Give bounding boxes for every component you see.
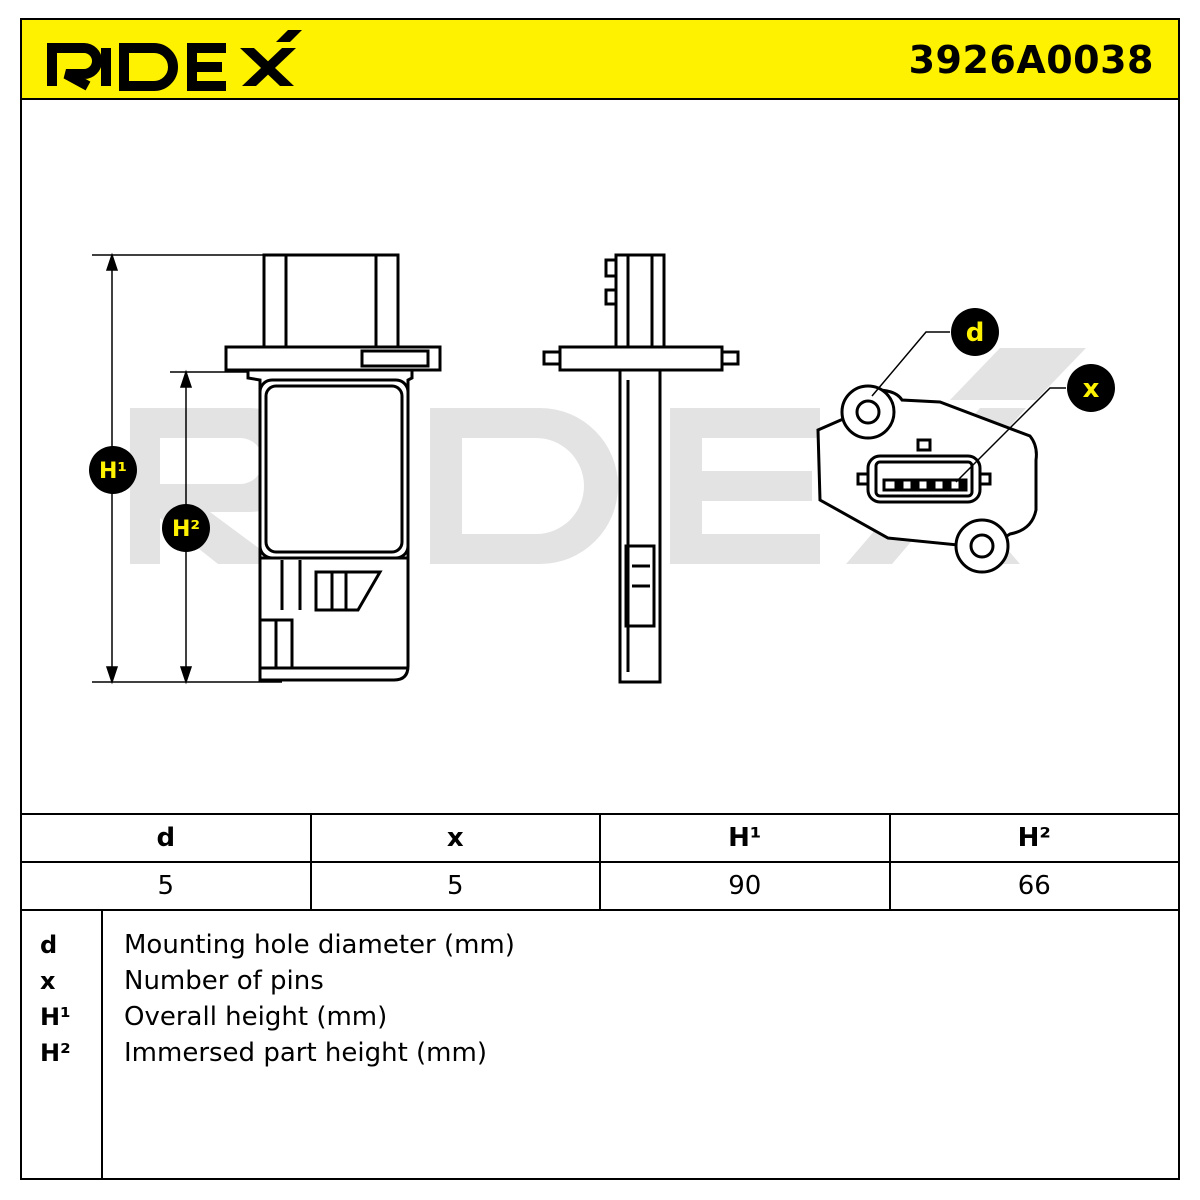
sensor-connector-view [816,384,1038,574]
specs-value-h2: 66 [888,861,1180,911]
legend-row-d: d Mounting hole diameter (mm) [20,927,1180,963]
callout-h1: H¹ [89,446,137,494]
legend-desc: Number of pins [124,966,324,996]
header-bar: 3926A0038 [20,18,1180,100]
specs-header-h2: H² [888,813,1180,863]
callout-leaders [871,331,1066,483]
specs-value-row: 5 5 90 66 [20,861,1180,911]
svg-text:H²: H² [172,517,200,542]
svg-text:H¹: H¹ [99,459,127,484]
legend-row-h2: H² Immersed part height (mm) [20,1035,1180,1071]
technical-drawing: H¹ H² d x [89,252,1115,685]
callout-x: x [1067,364,1115,412]
legend-key: H¹ [40,1003,71,1031]
specs-value-d: 5 [20,861,312,911]
specs-header-row: d x H¹ H² [20,813,1180,863]
specs-value-x: 5 [309,861,601,911]
specs-header-h1: H¹ [599,813,891,863]
legend-desc: Overall height (mm) [124,1002,388,1032]
legend-row-x: x Number of pins [20,963,1180,999]
sensor-side-view [542,253,740,684]
legend-desc: Immersed part height (mm) [124,1038,487,1068]
legend: d Mounting hole diameter (mm) x Number o… [20,909,1180,1180]
svg-text:x: x [1083,374,1100,404]
specs-table: d x H¹ H² 5 5 90 66 [20,813,1180,911]
specs-header-d: d [20,813,312,863]
legend-key: d [40,931,58,959]
legend-row-h1: H¹ Overall height (mm) [20,999,1180,1035]
svg-text:d: d [966,318,985,348]
sensor-front-view [224,253,442,682]
part-number: 3926A0038 [908,38,1154,82]
callout-d: d [951,308,999,356]
legend-key: H² [40,1039,71,1067]
legend-key: x [40,967,56,995]
legend-desc: Mounting hole diameter (mm) [124,930,515,960]
specs-header-x: x [309,813,601,863]
callout-h2: H² [162,504,210,552]
ridex-logo [47,30,302,91]
specs-value-h1: 90 [599,861,891,911]
legend-divider [101,909,103,1180]
